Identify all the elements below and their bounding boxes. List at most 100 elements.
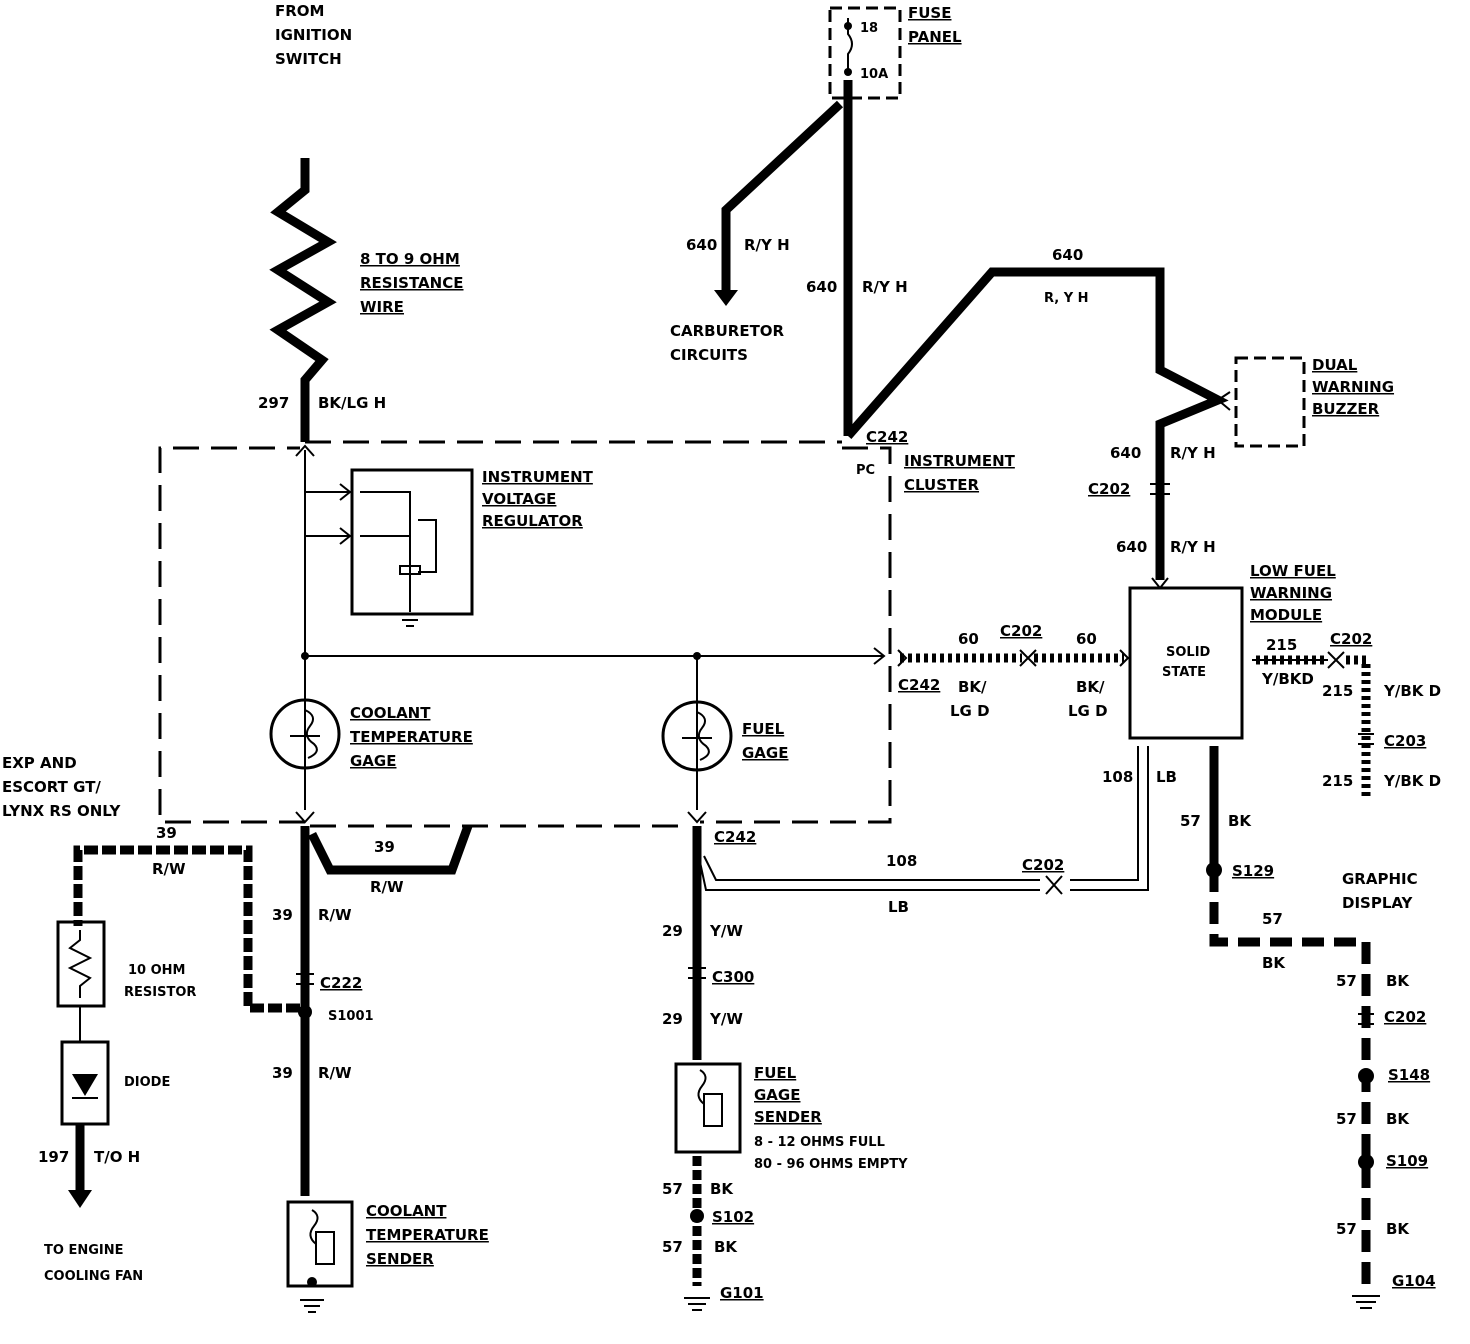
instrument-cluster-boundary: [158, 440, 892, 824]
dual-warning-buzzer-box: [1234, 356, 1306, 448]
wire-57-fuel-num-b: 57: [662, 1238, 683, 1256]
coolant-gage-icon: [269, 698, 341, 770]
s1001-label: S1001: [328, 1009, 374, 1024]
low-fuel-module-label: LOW FUEL WARNING MODULE: [1250, 562, 1336, 624]
wire-197-num: 197: [38, 1148, 69, 1166]
c202-108-label: C202: [1022, 856, 1064, 874]
c202-top: [1150, 483, 1170, 495]
coolant-gage-arrow: [295, 811, 315, 824]
fuse-panel-label: FUSE PANEL: [908, 4, 962, 46]
instrument-cluster-label: INSTRUMENT CLUSTER: [904, 452, 1016, 494]
cluster-bus: [305, 647, 886, 665]
svg-text:SENDER: SENDER: [366, 1250, 434, 1268]
svg-text:WIRE: WIRE: [360, 298, 404, 316]
wire-108: [699, 746, 1149, 891]
wire-39-color-b: R/W: [318, 1064, 352, 1082]
fuse-amperage: 10A: [860, 67, 888, 82]
wire-108-num: 108: [1102, 768, 1133, 786]
wire-29-num-a: 29: [662, 922, 683, 940]
c203-label: C203: [1384, 732, 1426, 750]
wire-39-exp-color: R/W: [152, 860, 186, 878]
wire-215-b-color: Y/BK D: [1383, 682, 1441, 700]
svg-text:TEMPERATURE: TEMPERATURE: [350, 728, 473, 746]
svg-text:CARBURETOR: CARBURETOR: [670, 322, 785, 340]
svg-text:SOLID: SOLID: [1166, 645, 1211, 660]
voltage-regulator-label: INSTRUMENT VOLTAGE REGULATOR: [482, 468, 594, 530]
s148-label: S148: [1388, 1066, 1430, 1084]
carb-arrow: [714, 290, 738, 306]
svg-text:GAGE: GAGE: [350, 752, 396, 770]
c203-connector: [1358, 733, 1374, 745]
fuel-gage-arrow: [687, 811, 707, 824]
wire-57-fuel-color-b: BK: [714, 1238, 738, 1256]
solid-state-label: SOLID STATE: [1162, 645, 1211, 680]
wire-29-color-b: Y/W: [709, 1010, 743, 1028]
wire-640-module-num: 640: [1116, 538, 1147, 556]
low-fuel-warning-module-box: [1128, 586, 1244, 740]
svg-text:LYNX RS ONLY: LYNX RS ONLY: [2, 802, 122, 820]
wire-297-num: 297: [258, 394, 289, 412]
wire-39-exp: [73, 845, 300, 1013]
wire-60-left-color2: LG D: [950, 702, 990, 720]
diode-label: DIODE: [124, 1075, 170, 1090]
wire-39-color-a: R/W: [318, 906, 352, 924]
wire-215-c-num: 215: [1322, 772, 1353, 790]
svg-text:FUEL: FUEL: [754, 1064, 797, 1082]
wire-57-num-a: 57: [1180, 812, 1201, 830]
svg-text:GRAPHIC: GRAPHIC: [1342, 870, 1418, 888]
c300-label: C300: [712, 968, 754, 986]
svg-text:FUSE: FUSE: [908, 4, 951, 22]
wire-215-b-num: 215: [1322, 682, 1353, 700]
fuel-sender-label: FUEL GAGE SENDER: [754, 1064, 822, 1126]
resistance-wire: [269, 158, 337, 442]
svg-text:INSTRUMENT: INSTRUMENT: [482, 468, 594, 486]
c242-top-label: C242: [866, 428, 908, 446]
wire-39-loop-num: 39: [374, 838, 395, 856]
fuse-panel-box: [828, 6, 902, 100]
svg-text:80 - 96 OHMS EMPTY: 80 - 96 OHMS EMPTY: [754, 1157, 908, 1172]
wire-108-b-num: 108: [886, 852, 917, 870]
exp-escort-note: EXP AND ESCORT GT/ LYNX RS ONLY: [2, 754, 122, 820]
svg-text:WARNING: WARNING: [1250, 584, 1332, 602]
wire-215-num: 215: [1266, 636, 1297, 654]
coolant-sender-label: COOLANT TEMPERATURE SENDER: [366, 1202, 489, 1268]
resistor-label: 10 OHM RESISTOR: [124, 963, 196, 1000]
fuel-sender-spec: 8 - 12 OHMS FULL 80 - 96 OHMS EMPTY: [754, 1135, 908, 1172]
c222-label: C222: [320, 974, 362, 992]
svg-text:REGULATOR: REGULATOR: [482, 512, 583, 530]
wire-57-color-c: BK: [1386, 972, 1410, 990]
graphic-display-label: GRAPHIC DISPLAY: [1342, 870, 1418, 912]
wire-640-carb-num: 640: [686, 236, 717, 254]
s102-label: S102: [712, 1208, 754, 1226]
reg-internal: [360, 491, 437, 580]
wire-57-num-c: 57: [1336, 972, 1357, 990]
wire-39-exp-num: 39: [156, 824, 177, 842]
svg-text:VOLTAGE: VOLTAGE: [482, 490, 556, 508]
c202-lower: [1358, 1013, 1374, 1025]
svg-text:BUZZER: BUZZER: [1312, 400, 1380, 418]
fuse-number: 18: [860, 21, 878, 36]
reg-output: [305, 527, 352, 545]
wire-57-num-e: 57: [1336, 1220, 1357, 1238]
svg-text:COOLANT: COOLANT: [366, 1202, 447, 1220]
wire-60-right-color2: LG D: [1068, 702, 1108, 720]
svg-text:EXP AND: EXP AND: [2, 754, 77, 772]
wire-57-color-e: BK: [1386, 1220, 1410, 1238]
svg-text:8 TO 9 OHM: 8 TO 9 OHM: [360, 250, 460, 268]
g101-ground-icon: [684, 1297, 710, 1311]
wire-215-color: Y/BKD: [1261, 670, 1314, 688]
fuel-sender-box: [674, 1062, 742, 1154]
wire-297-color: BK/LG H: [318, 394, 386, 412]
c202-right-label: C202: [1330, 630, 1372, 648]
wire-39-loop: [307, 824, 473, 875]
svg-text:DUAL: DUAL: [1312, 356, 1358, 374]
wire-640-top-color: R, Y H: [1044, 291, 1089, 306]
wire-57-num-b: 57: [1262, 910, 1283, 928]
fuel-gage-label: FUEL GAGE: [742, 720, 788, 762]
buzzer-arrow: [1216, 391, 1231, 411]
svg-text:8 - 12 OHMS FULL: 8 - 12 OHMS FULL: [754, 1135, 885, 1150]
svg-text:FROM: FROM: [275, 2, 324, 20]
diode-box: [60, 1040, 110, 1126]
svg-text:PANEL: PANEL: [908, 28, 962, 46]
g104-ground-icon: [1352, 1295, 1380, 1309]
